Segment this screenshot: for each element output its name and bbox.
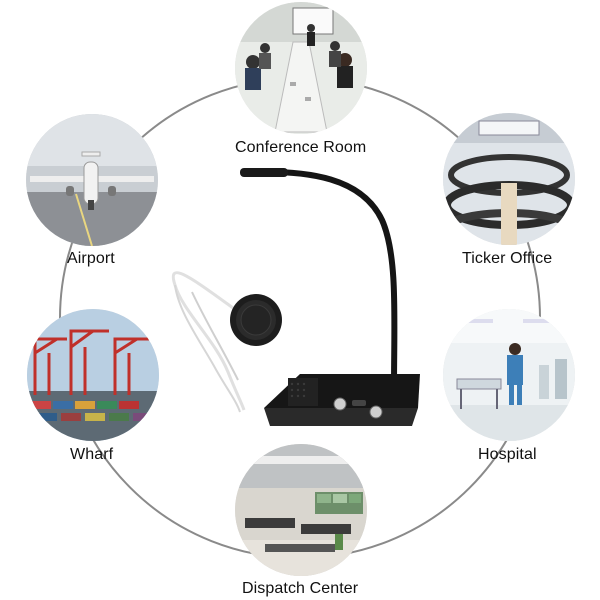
dispatch-center-photo <box>235 444 367 576</box>
ticker-office-label: Ticker Office <box>462 250 553 267</box>
mic-head <box>240 168 288 177</box>
conference-room-photo <box>235 2 367 134</box>
remote-speaker <box>230 294 282 346</box>
hospital-label: Hospital <box>478 446 537 463</box>
airport-photo <box>26 114 158 246</box>
airport-label: Airport <box>67 250 115 267</box>
ticker-office-photo <box>443 113 575 245</box>
hospital-photo <box>443 309 575 441</box>
wharf-photo <box>27 309 159 441</box>
conference-room-label: Conference Room <box>235 139 367 156</box>
wharf-label: Wharf <box>70 446 114 463</box>
intercom-device <box>171 168 420 426</box>
dispatch-center-label: Dispatch Center <box>242 580 359 597</box>
